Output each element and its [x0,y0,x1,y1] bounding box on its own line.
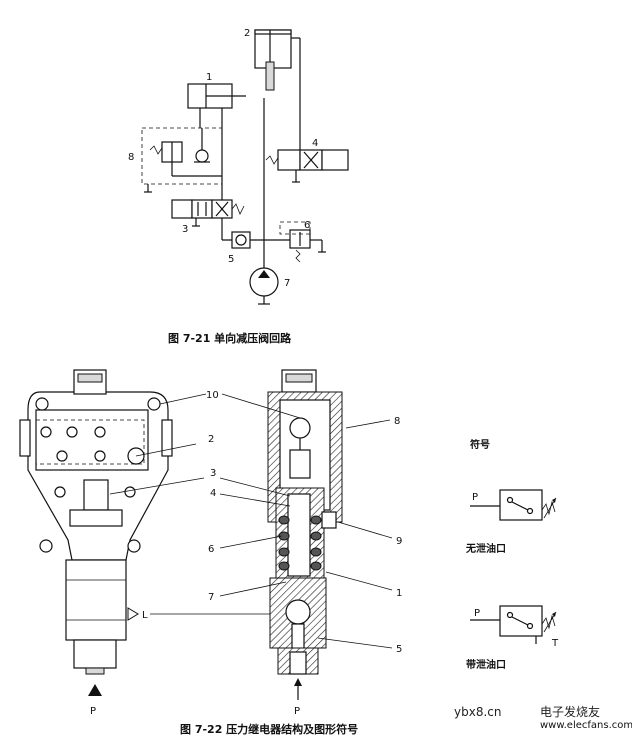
symbol-port-P1: P [472,492,478,503]
label-6: 6 [304,220,310,231]
symbol-port-T: T [551,638,559,649]
label-7: 7 [284,278,290,289]
symbol-with-drain: P T 带泄油口 [466,605,559,671]
label-1b: 1 [396,588,402,599]
relief-valve-6 [279,221,326,263]
arrow-up-icon-section [294,678,302,686]
figure-7-21-circuit: 1 2 3 4 5 6 7 8 图 7-21 单向减压阀回路 [128,28,349,345]
label-8b: 8 [394,416,400,427]
port-L: L [142,610,148,621]
port-P-right: P [294,706,300,717]
label-with-drain: 带泄油口 [466,658,506,671]
label-4b: 4 [210,488,216,499]
directional-valve-3 [171,199,245,240]
spring-coil [278,515,322,571]
triangle-right-icon [127,607,139,621]
label-2b: 2 [208,434,214,445]
label-10: 10 [206,390,219,401]
symbol-no-drain: P 无泄油口 [465,489,557,555]
watermark: ybx8.cn 电子发烧友 www.elecfans.com [454,704,632,731]
label-3: 3 [182,224,188,235]
caption-fig-7-22: 图 7-22 压力继电器结构及图形符号 [180,722,358,736]
symbol-port-P2: P [474,608,480,619]
pump-7 [249,240,279,305]
graphic-symbols: 符号 P 无泄油口 P T 带泄油口 [465,438,559,671]
pressure-relay-external-view: P L [19,369,296,717]
watermark-url: www.elecfans.com [540,720,632,731]
symbols-title: 符号 [470,438,490,451]
arrow-up-icon [88,684,102,696]
cylinder-1 [187,83,246,200]
label-1: 1 [206,72,212,83]
check-valve-5 [222,231,290,249]
label-5b: 5 [396,644,402,655]
port-P-left: P [90,706,96,717]
directional-valve-4 [263,98,349,240]
watermark-site: ybx8.cn [454,705,501,719]
label-7b: 7 [208,592,214,603]
caption-fig-7-21: 图 7-21 单向减压阀回路 [168,331,292,345]
reducing-check-valve-8 [141,127,223,193]
label-2: 2 [244,28,250,39]
label-8: 8 [128,152,134,163]
watermark-brand: 电子发烧友 [540,704,600,719]
label-4: 4 [312,138,318,149]
label-no-drain: 无泄油口 [465,542,506,555]
cylinder-2 [254,29,301,98]
label-9b: 9 [396,536,402,547]
label-6b: 6 [208,544,214,555]
pressure-relay-section-view: P 10 2 3 4 6 7 8 9 1 5 [109,369,402,717]
label-3b: 3 [210,468,216,479]
label-5: 5 [228,254,234,265]
